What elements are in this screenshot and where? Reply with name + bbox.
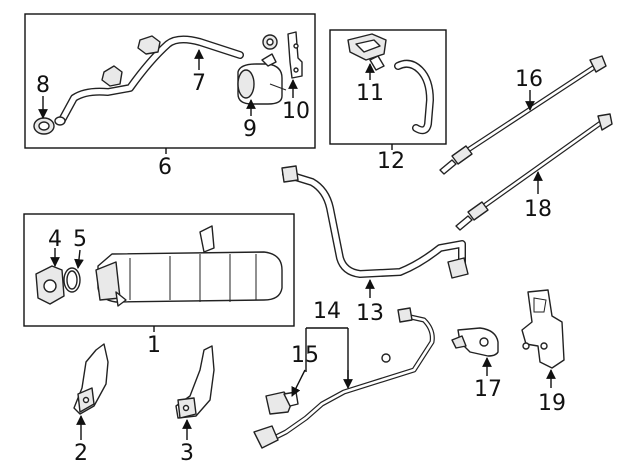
callout-11: 11 <box>356 81 384 106</box>
part-8-clamp <box>33 117 55 135</box>
callout-12: 12 <box>377 149 405 174</box>
part-19-bracket <box>521 289 565 369</box>
part-13-vapor-tube <box>281 165 469 279</box>
group-box-1 <box>23 213 295 327</box>
part-4-valve <box>35 265 65 305</box>
callout-8: 8 <box>36 73 50 98</box>
group-box-12 <box>329 29 447 145</box>
callout-10: 10 <box>282 99 310 124</box>
callout-15: 15 <box>291 343 319 368</box>
callout-13: 13 <box>356 301 384 326</box>
part-5-o-ring <box>63 267 81 293</box>
clip-upper-left <box>137 35 161 55</box>
callout-17: 17 <box>474 377 502 402</box>
callout-6: 6 <box>158 155 172 180</box>
part-17-bracket <box>451 327 499 357</box>
callout-19: 19 <box>538 391 566 416</box>
part-18-oxygen-sensor <box>455 113 613 231</box>
callout-7: 7 <box>192 71 206 96</box>
callout-14: 14 <box>313 299 341 324</box>
callout-18: 18 <box>524 197 552 222</box>
callout-3: 3 <box>180 441 194 466</box>
callout-5: 5 <box>73 227 87 252</box>
part-14-wire-harness <box>253 307 435 449</box>
part-7-vent-hose <box>54 35 244 126</box>
part-15-connector <box>265 391 299 415</box>
callout-9: 9 <box>243 117 257 142</box>
clip-middle <box>101 65 123 87</box>
part-10-bracket <box>287 31 303 79</box>
grommet-top-right <box>262 34 278 50</box>
part-3-bracket <box>175 345 215 419</box>
part-11-leak-detection-pump <box>347 33 387 71</box>
arrow-5 <box>74 249 84 269</box>
part-1-vapor-canister <box>95 225 283 307</box>
part-9-purge-solenoid <box>237 53 287 105</box>
part-2-bracket <box>73 343 109 415</box>
part-12-hose <box>394 59 434 135</box>
callout-2: 2 <box>74 441 88 466</box>
arrow-15 <box>291 369 306 397</box>
callout-4: 4 <box>48 227 62 252</box>
callout-1: 1 <box>147 333 161 358</box>
group-box-6 <box>24 13 316 149</box>
callout-16: 16 <box>515 67 543 92</box>
